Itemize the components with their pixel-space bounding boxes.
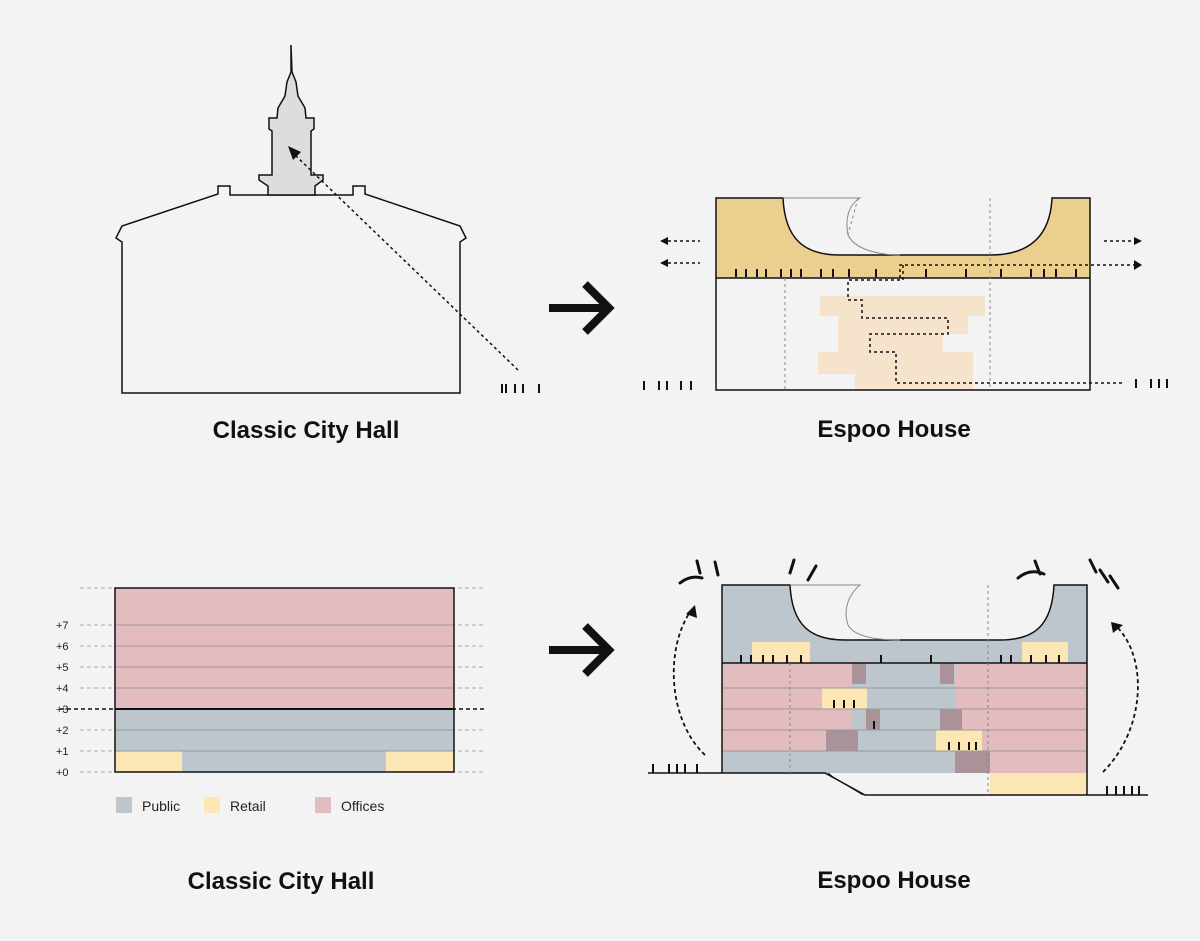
arrow-head-icon	[1134, 260, 1142, 270]
espoo-house-section	[643, 197, 1168, 391]
stair-blocks	[818, 296, 985, 390]
floor-label: +7	[56, 620, 69, 632]
retail-block-right	[386, 751, 454, 772]
right-arrow-icon	[549, 281, 615, 335]
floor-lines	[115, 624, 454, 752]
building-outline	[115, 185, 467, 394]
rising-arrows	[672, 611, 1139, 773]
retail-block-left	[115, 751, 182, 772]
floor-label: +3	[56, 704, 69, 716]
legend-swatch-public	[116, 797, 132, 813]
floor-label: +1	[56, 746, 69, 758]
building-outline	[721, 584, 1088, 795]
public-upper	[722, 585, 1087, 663]
legend: Public Retail Offices	[116, 797, 384, 814]
rising-arrowheads	[686, 605, 1123, 633]
arrow-head-icon	[288, 146, 301, 160]
floor-label: +6	[56, 641, 69, 653]
legend-label-public: Public	[142, 798, 180, 814]
public-ground-left	[722, 751, 852, 773]
caption-classic-city-hall-bottom: Classic City Hall	[187, 868, 375, 895]
secondary-curve	[790, 584, 901, 641]
stack-outline	[114, 587, 455, 773]
caption-espoo-house-top: Espoo House	[817, 416, 971, 443]
public-core	[840, 663, 955, 773]
floor-label: +2	[56, 725, 69, 737]
espoo-program-section	[648, 558, 1148, 796]
floor-label: +5	[56, 662, 69, 674]
offices-ground-right	[990, 751, 1087, 773]
overlap-blocks	[826, 663, 990, 773]
right-arrow-icon	[549, 623, 615, 677]
floor-labels: +0 +1 +2 +3 +4 +5 +6 +7	[56, 620, 69, 779]
dotted-view-arrow	[294, 154, 519, 371]
outflow-arrows	[668, 240, 1134, 264]
floor-label: +0	[56, 767, 69, 779]
people-row-top	[735, 269, 1077, 277]
people-row-ground	[643, 379, 1168, 390]
legend-swatch-retail	[204, 797, 220, 813]
caption-espoo-house-bottom: Espoo House	[817, 867, 971, 894]
stair-steps	[827, 772, 864, 796]
tower	[258, 44, 324, 196]
people-icons-top-left	[501, 384, 540, 393]
floor-label: +4	[56, 683, 69, 695]
legend-label-retail: Retail	[230, 798, 266, 814]
atrium-ring	[716, 198, 1090, 278]
dotted-path	[847, 264, 1135, 384]
retail-ground-right	[990, 773, 1087, 795]
classic-city-hall-elevation	[115, 44, 519, 394]
outflow-arrowheads	[660, 237, 1142, 267]
floor-lines	[722, 687, 1087, 752]
offices-block	[115, 588, 454, 709]
activity-marks	[678, 558, 1120, 590]
dashed-column-left	[784, 197, 859, 390]
people-row	[652, 655, 1140, 795]
legend-label-offices: Offices	[341, 798, 384, 814]
dashed-column	[789, 585, 989, 795]
classic-program-stack: +0 +1 +2 +3 +4 +5 +6 +7 Public Retail Of…	[56, 587, 486, 814]
caption-classic-city-hall-top: Classic City Hall	[212, 417, 400, 444]
legend-swatch-offices	[315, 797, 331, 813]
